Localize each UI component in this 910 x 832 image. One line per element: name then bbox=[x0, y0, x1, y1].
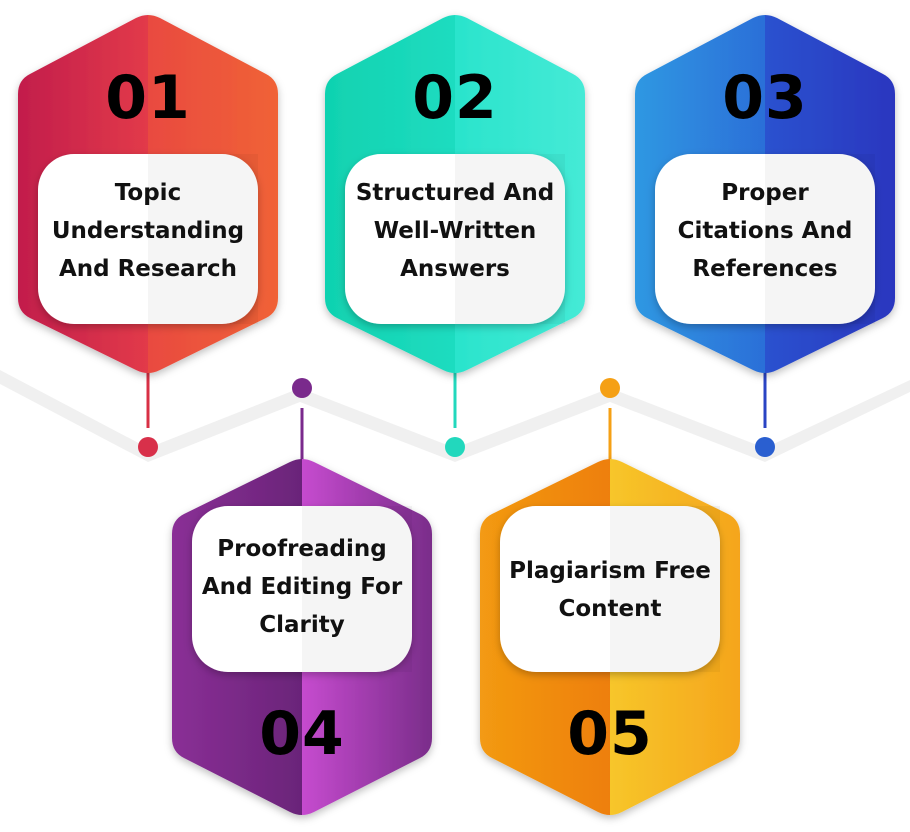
connectors bbox=[138, 372, 775, 462]
step-label: Topic Understanding And Research bbox=[51, 180, 245, 282]
label-cards bbox=[38, 154, 875, 672]
label-card-shading bbox=[148, 154, 875, 672]
step-label: Structured And Well-Written Answers bbox=[355, 180, 555, 282]
step-number: 04 bbox=[259, 699, 345, 769]
step-number: 03 bbox=[722, 63, 808, 133]
step-label: Proofreading And Editing For Clarity bbox=[201, 536, 403, 638]
step-label: Plagiarism Free Content bbox=[509, 558, 711, 622]
step-number: 02 bbox=[412, 63, 498, 133]
step-label: Proper Citations And References bbox=[677, 180, 853, 282]
step-number: 01 bbox=[105, 63, 191, 133]
step-number: 05 bbox=[567, 699, 653, 769]
